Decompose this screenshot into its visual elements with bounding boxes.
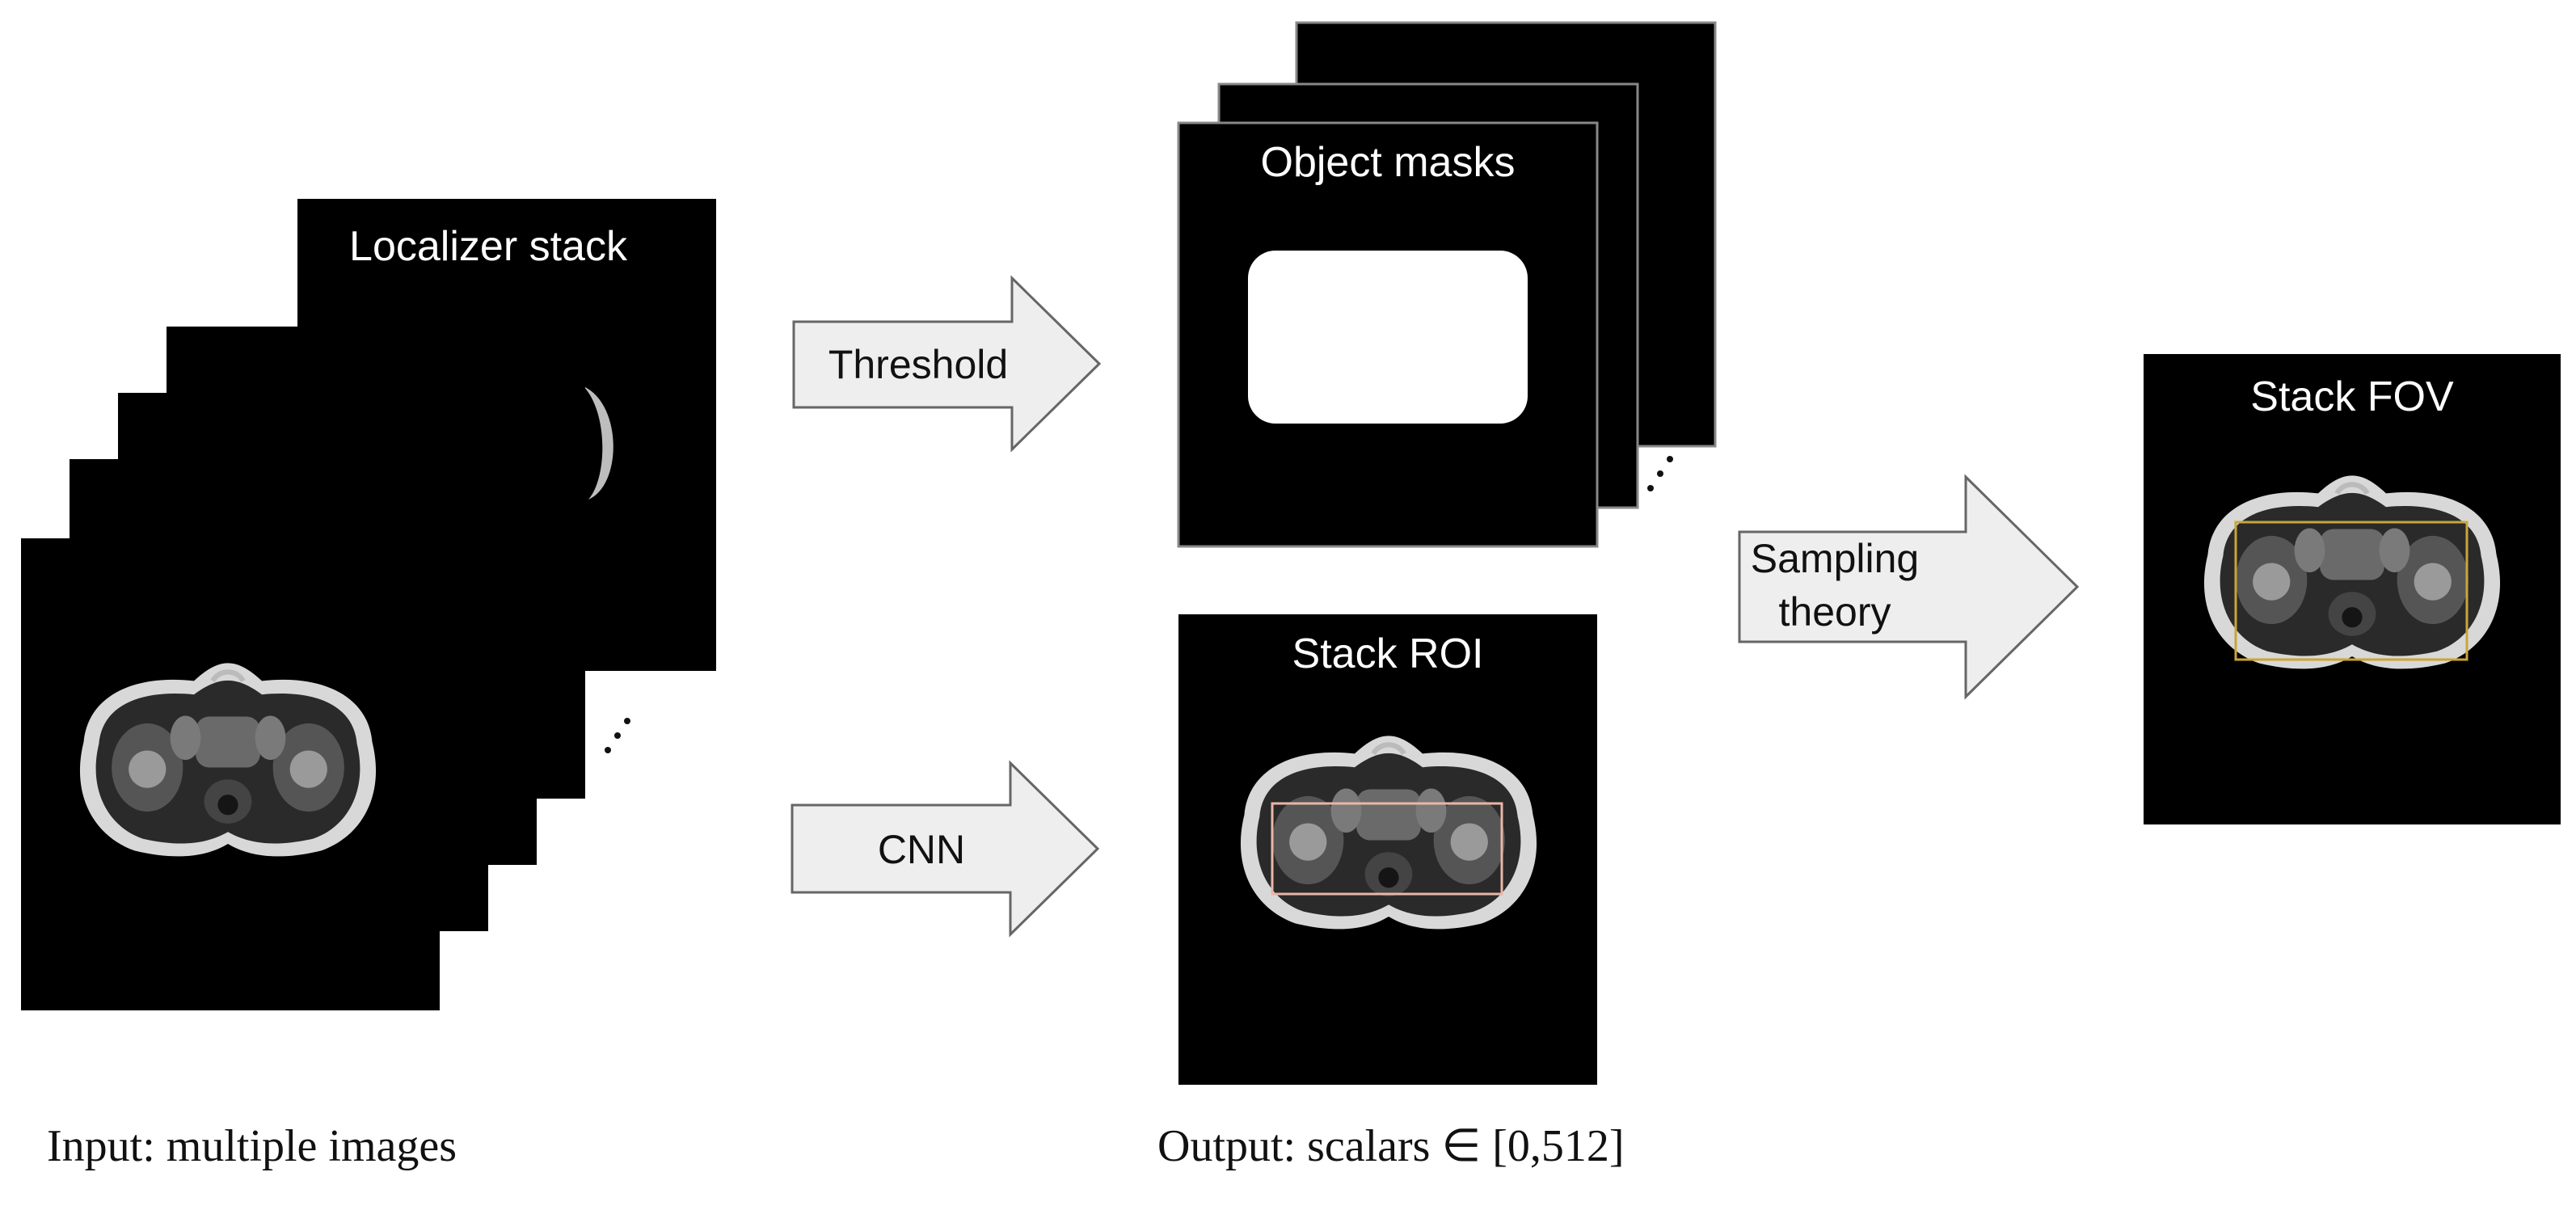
cnn-arrow: CNN (791, 760, 1100, 938)
stack-roi-panel: Stack ROI (1178, 614, 1597, 1085)
sampling-label-line2: theory (1779, 589, 1891, 635)
stack-fov-panel: Stack FOV (2144, 354, 2561, 824)
threshold-arrow: Threshold (792, 275, 1102, 453)
localizer-pelvis-image (80, 663, 376, 856)
output-caption: Output: scalars ∈ [0,512] (1157, 1121, 1625, 1171)
ellipsis-icon (605, 718, 630, 753)
roi-pelvis-image (1241, 736, 1537, 929)
stack-roi-title: Stack ROI (1292, 630, 1484, 677)
roi-bounding-box (1271, 802, 1503, 896)
localizer-stack-title: Localizer stack (349, 223, 628, 270)
input-caption: Input: multiple images (47, 1121, 457, 1171)
object-masks-title: Object masks (1261, 139, 1516, 186)
threshold-label: Threshold (828, 342, 1008, 387)
sampling-theory-arrow: Sampling theory (1738, 474, 2080, 700)
sampling-label-line1: Sampling (1751, 536, 1919, 581)
stack-fov-title: Stack FOV (2250, 373, 2454, 420)
object-masks-stack: Object masks (1177, 21, 1717, 548)
fov-bounding-box (2234, 521, 2468, 661)
localizer-stack: Localizer stack (21, 199, 716, 1010)
object-mask-region (1248, 251, 1528, 424)
ellipsis-icon (1647, 456, 1673, 491)
localizer-sagittal-feature (584, 386, 613, 500)
fov-pelvis-image (2204, 475, 2500, 668)
cnn-label: CNN (878, 827, 965, 872)
